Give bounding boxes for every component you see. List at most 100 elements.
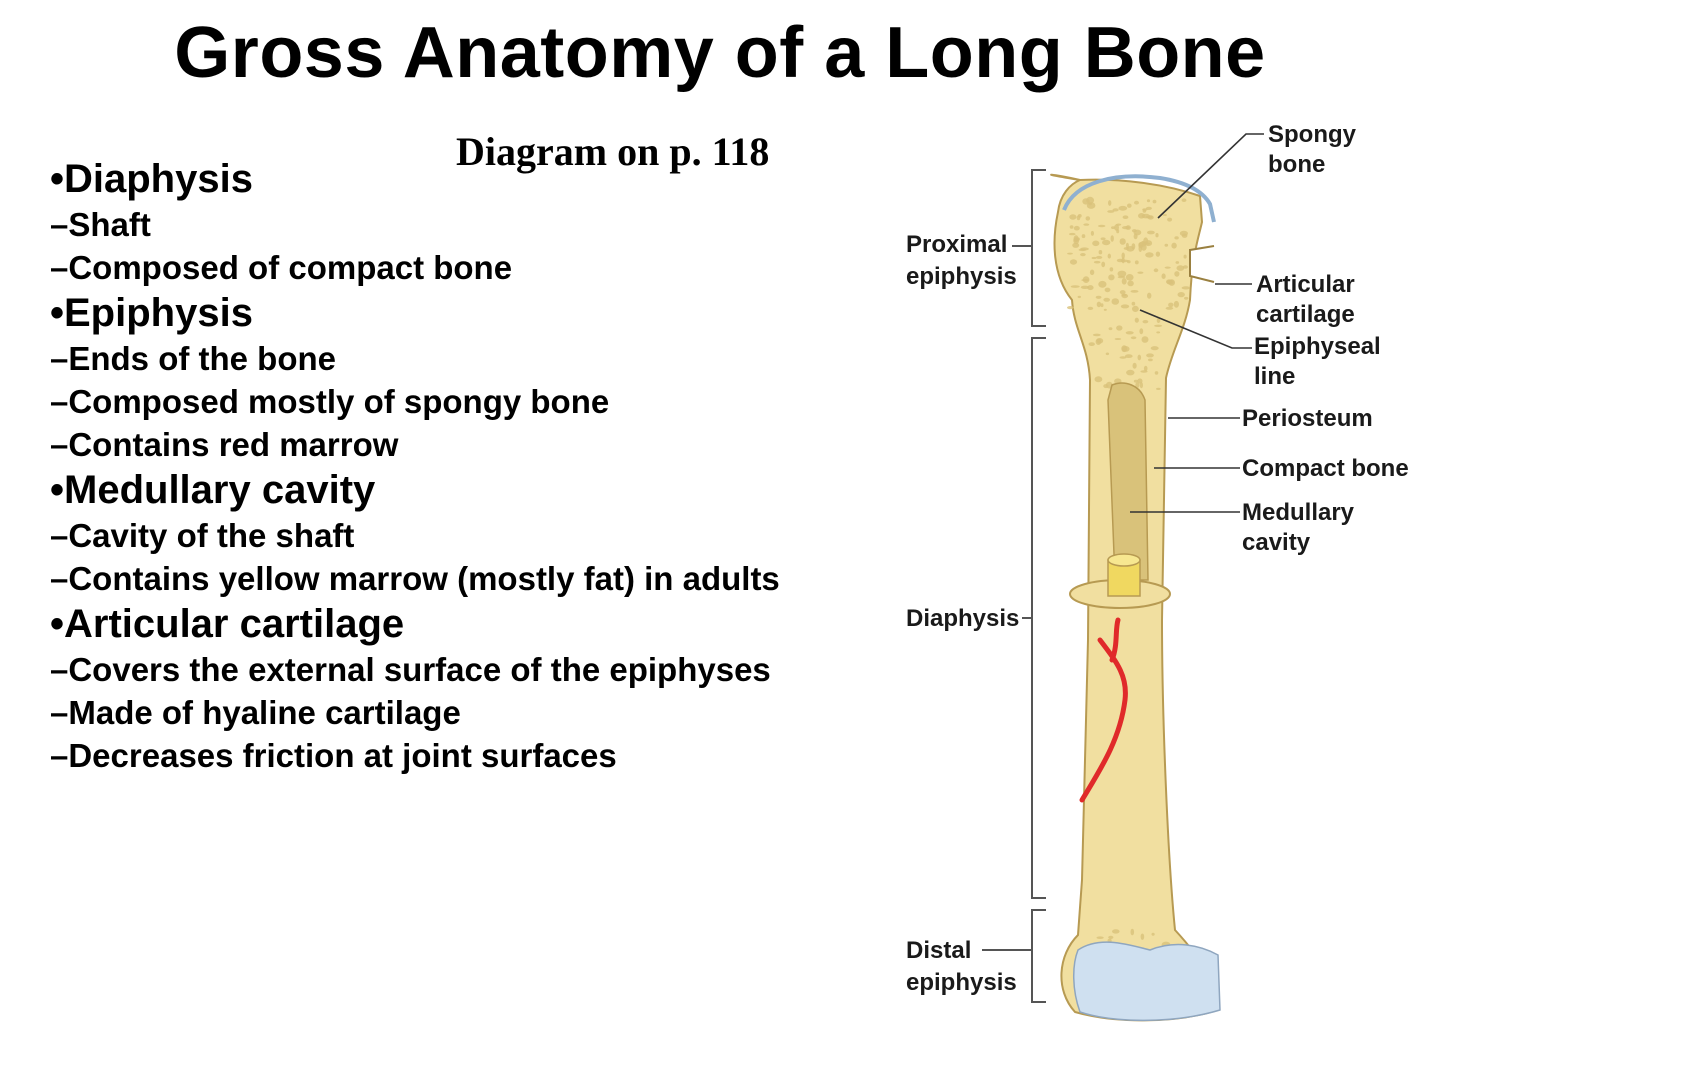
section-diaphysis: •Diaphysis –Shaft –Composed of compact b… [50, 155, 870, 289]
spongy-pore [1076, 215, 1081, 221]
spongy-pore [1142, 320, 1149, 324]
spongy-pore [1100, 303, 1104, 308]
spongy-pore [1067, 306, 1074, 310]
spongy-pore [1122, 226, 1130, 230]
bracket-distal-epiphysis [1031, 909, 1046, 1003]
spongy-pore [1078, 248, 1087, 252]
spongy-pore [1171, 242, 1177, 249]
spongy-pore [1119, 356, 1127, 359]
spongy-pore [1096, 301, 1102, 308]
section-item: –Ends of the bone [50, 340, 337, 377]
spongy-pore [1111, 226, 1116, 230]
label-compact-bone: Compact bone [1242, 455, 1409, 482]
spongy-pore [1125, 354, 1133, 358]
epiphyseal-notch [1189, 245, 1215, 283]
spongy-pore [1139, 328, 1144, 335]
spongy-pore [1140, 244, 1147, 251]
label-epiphyseal-line: Epiphyseal line [1254, 333, 1387, 390]
spongy-pore [1103, 297, 1110, 302]
spongy-pore [1154, 371, 1159, 375]
spongy-pore [1166, 279, 1174, 285]
spongy-pore [1111, 298, 1120, 305]
artery-icon [1079, 617, 1128, 803]
spongy-pore [1174, 236, 1179, 240]
spongy-pore [1164, 266, 1171, 269]
spongy-pore [1121, 345, 1128, 353]
diagram-reference: Diagram on p. 118 [456, 129, 770, 174]
spongy-pore [1119, 290, 1126, 295]
spongy-pore [1122, 215, 1129, 219]
bracket-diaphysis [1031, 337, 1046, 899]
spongy-pore [1145, 252, 1154, 258]
spongy-pore [1108, 200, 1112, 206]
spongy-pore [1067, 252, 1073, 255]
label-spongy-bone: Spongy bone [1268, 121, 1363, 178]
spongy-pore [1087, 285, 1094, 291]
spongy-pore [1152, 199, 1157, 204]
spongy-pore [1096, 936, 1104, 939]
spongy-pore [1146, 353, 1154, 358]
spongy-pore [1073, 225, 1080, 231]
spongy-pore [1134, 260, 1139, 265]
spongy-pore [1165, 306, 1174, 310]
section-item: –Composed mostly of spongy bone [50, 383, 610, 420]
spongy-pore [1143, 365, 1148, 372]
spongy-pore [1109, 267, 1114, 272]
spongy-pore [1181, 198, 1187, 202]
spongy-pore [1108, 274, 1115, 281]
spongy-pore [1148, 358, 1153, 362]
spongy-pore [1083, 223, 1090, 226]
spongy-pore [1112, 929, 1120, 934]
spongy-pore [1085, 216, 1091, 221]
spongy-pore [1104, 287, 1111, 293]
spongy-pore [1156, 387, 1161, 390]
spongy-pore [1108, 935, 1114, 940]
spongy-pore [1092, 333, 1101, 337]
spongy-pore [1151, 932, 1155, 936]
spongy-pore [1133, 229, 1142, 236]
medullary-cavity-shape [1107, 382, 1149, 581]
spongy-pore [1141, 213, 1151, 219]
distal-cartilage [1072, 941, 1221, 1022]
spongy-pore [1121, 278, 1127, 285]
section-medullary-cavity: •Medullary cavity –Cavity of the shaft –… [50, 466, 870, 600]
spongy-pore [1141, 336, 1149, 343]
spongy-pore [1126, 369, 1135, 376]
spongy-pore [1142, 242, 1150, 245]
spongy-pore [1176, 265, 1185, 271]
spongy-pore [1153, 268, 1159, 273]
section-item: –Composed of compact bone [50, 249, 513, 286]
spongy-pore [1112, 208, 1119, 212]
section-item: –Covers the external surface of the epip… [50, 651, 771, 688]
spongy-pore [1127, 203, 1132, 208]
spongy-pore [1114, 224, 1119, 231]
bullet-list: •Diaphysis –Shaft –Composed of compact b… [50, 155, 870, 777]
spongy-pore [1105, 352, 1110, 356]
spongy-pore [1072, 242, 1080, 248]
label-periosteum: Periosteum [1242, 405, 1373, 432]
spongy-pore [1100, 237, 1106, 241]
section-item: –Made of hyaline cartilage [50, 694, 461, 731]
spongy-pore [1093, 260, 1101, 264]
spongy-pore [1107, 210, 1115, 213]
spongy-pore [1155, 251, 1161, 257]
spongy-pore [1161, 273, 1166, 280]
spongy-pore [1119, 238, 1126, 245]
label-medullary-cavity: Medullary cavity [1242, 499, 1361, 556]
section-item: –Decreases friction at joint surfaces [50, 737, 617, 774]
spongy-pore [1098, 224, 1106, 228]
section-item: –Contains yellow marrow (mostly fat) in … [50, 560, 780, 597]
spongy-pore [1131, 301, 1136, 306]
periosteum-cap [1062, 174, 1216, 223]
section-epiphysis: •Epiphysis –Ends of the bone –Composed m… [50, 289, 870, 466]
spongy-pore [1137, 271, 1144, 274]
spongy-pore [1118, 205, 1128, 211]
spongy-pore [1135, 382, 1140, 388]
spongy-pore [1155, 233, 1159, 238]
spongy-pore [1108, 327, 1113, 331]
section-heading: •Articular cartilage [50, 602, 405, 646]
spongy-pore [1156, 317, 1161, 323]
label-distal-epiphysis: Distal epiphysis [906, 937, 1017, 996]
spongy-pore [1132, 305, 1139, 312]
spongy-pore [1121, 293, 1127, 297]
